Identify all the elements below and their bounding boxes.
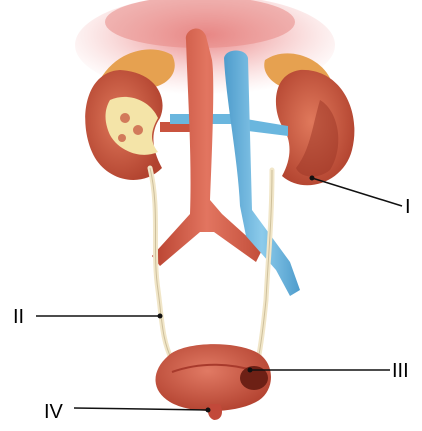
- leader-dot-IV: [206, 408, 211, 413]
- leader-dot-II: [158, 314, 163, 319]
- label-III: III: [392, 360, 409, 382]
- pelvis-calyx: [120, 113, 130, 123]
- pelvis-calyx: [118, 134, 126, 142]
- pelvis-calyx: [133, 125, 143, 135]
- label-IV: IV: [44, 401, 64, 423]
- leader-dot-III: [248, 368, 253, 373]
- leader-dot-I: [310, 176, 315, 181]
- leader-line-I: [312, 178, 402, 206]
- label-II: II: [13, 306, 24, 328]
- label-I: I: [405, 196, 411, 218]
- right-ureter: [258, 170, 272, 360]
- urethra: [208, 404, 222, 420]
